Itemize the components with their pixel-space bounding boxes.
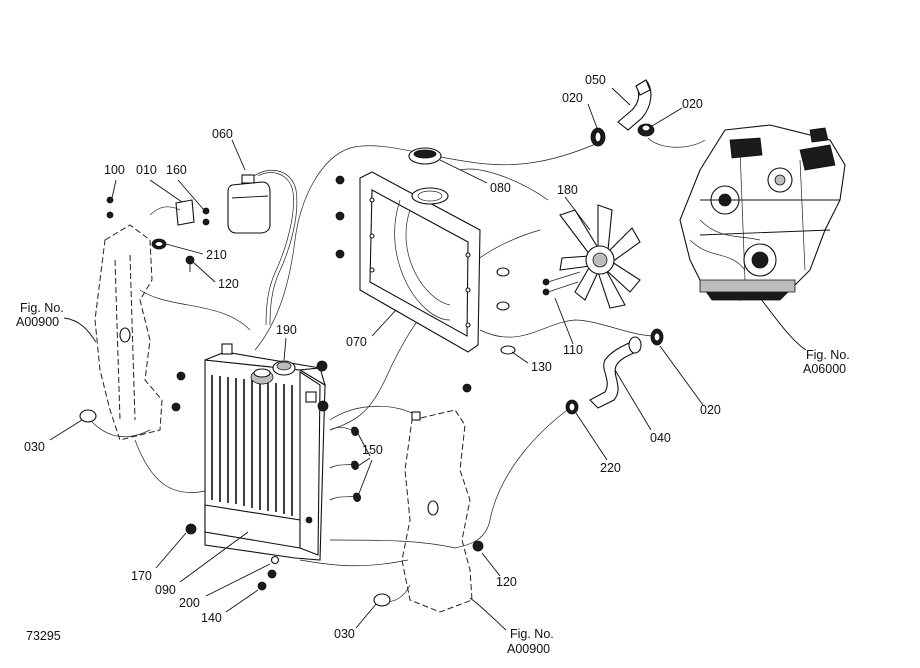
cap-190 [272, 360, 296, 376]
figure-reference-engine: Fig. No. A06000 [803, 348, 850, 376]
fig-ref-label: Fig. No. [806, 348, 850, 362]
radiator [204, 343, 326, 561]
hose-clamp [637, 123, 655, 137]
callout-010: 010 [136, 163, 157, 177]
fig-ref-label: Fig. No. [20, 301, 64, 315]
routing-lines [91, 137, 706, 602]
callout-030: 030 [24, 440, 45, 454]
reserve-tank [227, 169, 298, 326]
bolt [472, 540, 484, 552]
shroud-bolts [335, 175, 516, 355]
hose-clamp [628, 336, 642, 354]
callout-110: 110 [563, 343, 583, 357]
cooling-fan [542, 204, 641, 309]
radiator-cushions [329, 426, 361, 502]
callout-050: 050 [585, 73, 606, 87]
callout-030: 030 [334, 627, 355, 641]
fig-ref-label: Fig. No. [510, 627, 554, 641]
fan-shroud [359, 171, 481, 353]
radiator-cap [250, 368, 274, 385]
callout-130: 130 [531, 360, 552, 374]
callout-020: 020 [562, 91, 583, 105]
callout-020: 020 [682, 97, 703, 111]
fig-ref-number: A06000 [803, 362, 846, 376]
callout-080: 080 [490, 181, 511, 195]
diagram-id: 73295 [26, 629, 61, 643]
callout-190: 190 [276, 323, 297, 337]
callout-150: 150 [362, 443, 383, 457]
figure-reference-left: Fig. No. A00900 [16, 301, 64, 329]
callout-040: 040 [650, 431, 671, 445]
callout-200: 200 [179, 596, 200, 610]
cover-plate [408, 147, 442, 165]
radiator-fittings [171, 360, 472, 591]
callout-120: 120 [218, 277, 239, 291]
bracket [106, 196, 210, 226]
callout-210: 210 [206, 248, 227, 262]
callout-labels: 050 020 020 060 080 180 100 010 160 210 … [24, 73, 721, 641]
radiator-fins [211, 375, 293, 516]
callout-180: 180 [557, 183, 578, 197]
hose-clamp [590, 127, 606, 147]
fig-ref-number: A00900 [16, 315, 59, 329]
cap [79, 409, 97, 423]
callout-060: 060 [212, 127, 233, 141]
leader-lines [49, 87, 807, 631]
callout-120: 120 [496, 575, 517, 589]
upper-radiator-hose [617, 79, 652, 131]
hose-clamp [650, 328, 664, 346]
figure-reference-bottom: Fig. No. A00900 [507, 627, 554, 656]
left-mounting-panel [94, 224, 163, 441]
cap [373, 593, 391, 607]
right-mounting-panel [401, 409, 473, 613]
callout-090: 090 [155, 583, 176, 597]
callout-020: 020 [700, 403, 721, 417]
bolt [185, 255, 195, 272]
fig-ref-number: A00900 [507, 642, 550, 656]
callout-170: 170 [131, 569, 152, 583]
callout-220: 220 [600, 461, 621, 475]
callout-160: 160 [166, 163, 187, 177]
callout-140: 140 [201, 611, 222, 625]
shroud-ring [411, 187, 449, 205]
grommet [151, 238, 167, 250]
callout-100: 100 [104, 163, 125, 177]
callout-070: 070 [346, 335, 367, 349]
hose-clamp [565, 399, 579, 415]
engine-assembly [679, 124, 846, 301]
